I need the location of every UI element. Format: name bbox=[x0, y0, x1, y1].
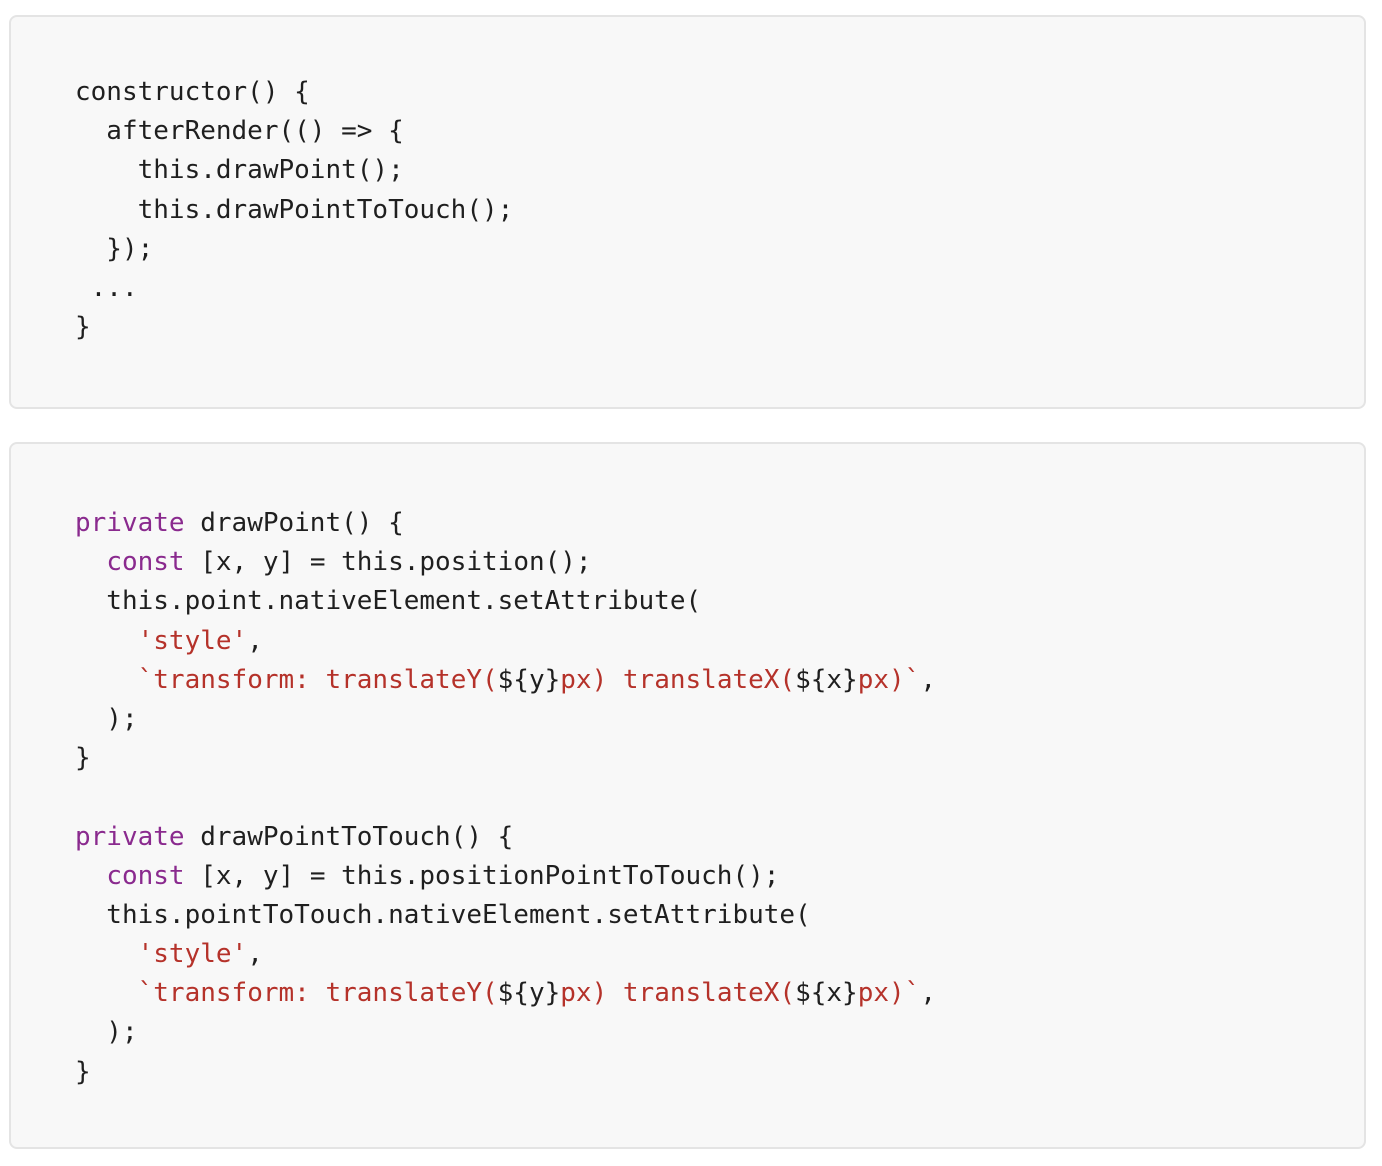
code-line: `transform: translateY(${y}px) translate… bbox=[75, 661, 936, 700]
code-text: } bbox=[75, 743, 91, 774]
code-line: constructor() { bbox=[75, 73, 513, 112]
code-text: ${x} bbox=[795, 664, 858, 695]
code-block-constructor: constructor() { afterRender(() => { this… bbox=[9, 15, 1366, 409]
code-line: this.drawPointToTouch(); bbox=[75, 191, 514, 230]
code-line: afterRender(() => { bbox=[75, 112, 513, 151]
code-string: px) translateX( bbox=[560, 664, 796, 695]
code-text: ${y} bbox=[497, 978, 561, 1009]
code-text bbox=[75, 978, 138, 1008]
code-text bbox=[75, 547, 106, 577]
code-line: const [x, y] = this.positionPointToTouch… bbox=[75, 857, 936, 896]
code-text: } bbox=[75, 312, 91, 343]
code-string: px)` bbox=[857, 664, 921, 695]
code-text bbox=[75, 626, 138, 656]
code-line: ); bbox=[75, 1013, 936, 1052]
code-text: , bbox=[920, 978, 936, 1009]
code-text: , bbox=[920, 664, 936, 695]
code-text: constructor() { bbox=[75, 77, 310, 107]
code-text: ... bbox=[75, 272, 138, 303]
code-text: ${x} bbox=[795, 978, 858, 1009]
code-text: afterRender(() => { bbox=[75, 116, 404, 147]
code-text bbox=[75, 861, 106, 891]
code-keyword: private bbox=[75, 821, 185, 852]
code-string: 'style' bbox=[137, 625, 248, 656]
code-keyword: const bbox=[106, 547, 185, 578]
code-text bbox=[75, 939, 138, 969]
code-keyword: const bbox=[106, 860, 185, 891]
code-text: }); bbox=[75, 233, 154, 264]
code-line: } bbox=[75, 308, 513, 347]
code-text: this.point.nativeElement.setAttribute( bbox=[75, 586, 702, 617]
code-text: this.drawPoint(); bbox=[75, 155, 404, 186]
code-line: 'style', bbox=[75, 622, 936, 661]
code-string: 'style' bbox=[137, 939, 248, 970]
code-line: } bbox=[75, 1053, 936, 1092]
code-text: drawPointToTouch() { bbox=[184, 821, 514, 852]
code-line: ); bbox=[75, 700, 936, 739]
code-text: this.drawPointToTouch(); bbox=[75, 194, 514, 225]
code-string: px)` bbox=[857, 978, 921, 1009]
code-text: , bbox=[247, 625, 263, 656]
code-text: [x, y] = this.position(); bbox=[184, 547, 592, 578]
code-line: ... bbox=[75, 269, 513, 308]
code-line bbox=[75, 778, 936, 817]
code-line: this.pointToTouch.nativeElement.setAttri… bbox=[75, 896, 936, 935]
code-string: px) translateX( bbox=[560, 978, 796, 1009]
code-line: private drawPoint() { bbox=[75, 504, 936, 543]
code-line: }); bbox=[75, 230, 513, 269]
code-line: } bbox=[75, 739, 936, 778]
code-string: `transform: translateY( bbox=[137, 664, 498, 695]
code-line: const [x, y] = this.position(); bbox=[75, 543, 936, 582]
code-text: , bbox=[247, 939, 263, 970]
code-text bbox=[75, 665, 138, 695]
code-line: private drawPointToTouch() { bbox=[75, 818, 936, 857]
code-line: `transform: translateY(${y}px) translate… bbox=[75, 974, 936, 1013]
code-line: this.drawPoint(); bbox=[75, 151, 513, 190]
code-text: ); bbox=[75, 1017, 138, 1048]
code-listing: constructor() { afterRender(() => { this… bbox=[75, 73, 513, 347]
code-text: [x, y] = this.positionPointToTouch(); bbox=[184, 860, 780, 891]
code-block-draw-methods: private drawPoint() { const [x, y] = thi… bbox=[9, 442, 1366, 1149]
code-text: ${y} bbox=[497, 664, 561, 695]
code-string: `transform: translateY( bbox=[137, 978, 498, 1009]
code-text: this.pointToTouch.nativeElement.setAttri… bbox=[75, 899, 811, 930]
code-line: this.point.nativeElement.setAttribute( bbox=[75, 582, 936, 621]
code-listing: private drawPoint() { const [x, y] = thi… bbox=[75, 504, 936, 1092]
code-text: ); bbox=[75, 703, 138, 734]
code-text: drawPoint() { bbox=[184, 508, 404, 538]
code-text: } bbox=[75, 1056, 91, 1087]
code-keyword: private bbox=[75, 508, 185, 538]
code-line: 'style', bbox=[75, 935, 936, 974]
